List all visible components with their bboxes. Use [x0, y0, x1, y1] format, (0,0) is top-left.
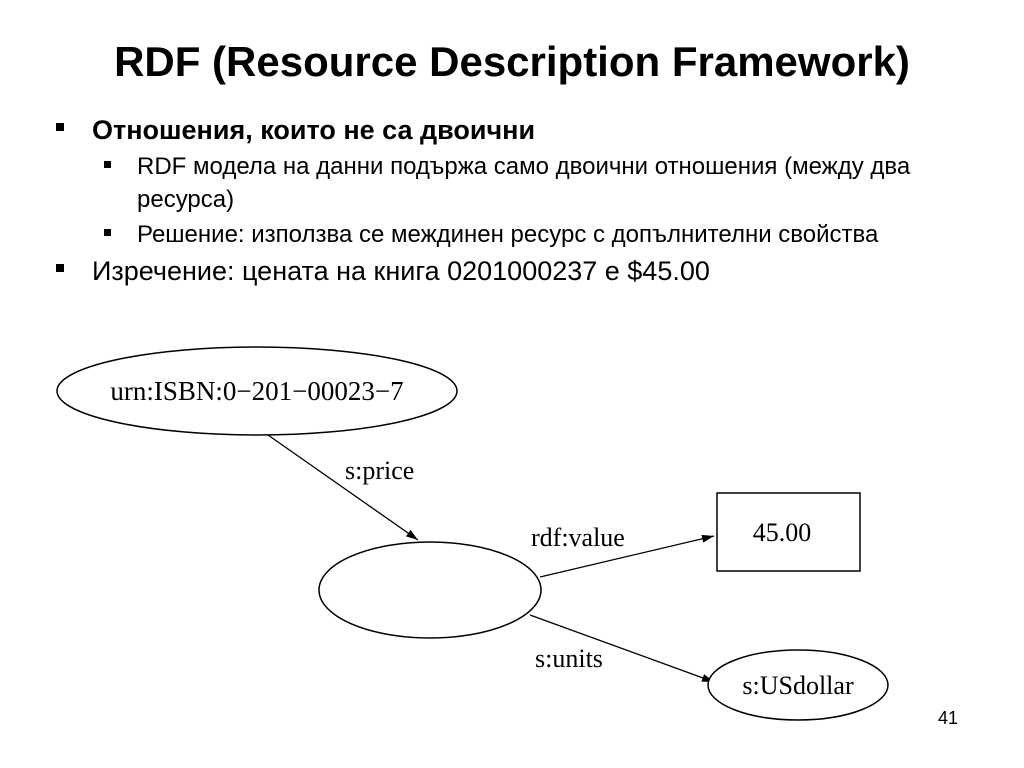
- slide-number: 41: [938, 708, 959, 728]
- node-value-box: [716, 492, 861, 572]
- square-bullet-icon: [104, 161, 111, 168]
- edge-value-arrow: [539, 534, 715, 578]
- node-book-label: urn:ISBN:0−201−00023−7: [110, 376, 403, 406]
- bullet-item: Отношения, които не са двоични: [52, 112, 952, 148]
- node-value-label: 45.00: [753, 518, 812, 547]
- square-bullet-icon: [56, 264, 64, 272]
- edge-price-arrow: [257, 427, 419, 541]
- edge-units-label: s:units: [535, 644, 603, 673]
- node-book-ellipse: [56, 346, 458, 436]
- square-bullet-icon: [56, 123, 64, 131]
- edge-price-label: s:price: [345, 456, 414, 485]
- slide-title: RDF (Resource Description Framework): [114, 38, 910, 85]
- bullet-text: Отношения, които не са двоични: [92, 115, 536, 145]
- edge-value-label: rdf:value: [531, 523, 625, 552]
- node-blank-ellipse: [318, 541, 542, 639]
- node-units-label: s:USdollar: [742, 671, 854, 700]
- square-bullet-icon: [104, 229, 111, 236]
- sub-bullet-text: RDF модела на данни подържа само двоични…: [137, 153, 911, 213]
- node-units-ellipse: [707, 649, 889, 721]
- bullet-text: Изречение: цената на книга 0201000237 е …: [92, 256, 710, 286]
- bullet-item: Изречение: цената на книга 0201000237 е …: [52, 253, 952, 289]
- edge-units-arrow: [529, 614, 715, 683]
- sub-bullet-text: Решение: използва се междинен ресурс с д…: [137, 221, 879, 248]
- sub-bullet-item: Решение: използва се междинен ресурс с д…: [99, 218, 952, 251]
- sub-bullet-item: RDF модела на данни подържа само двоични…: [99, 150, 952, 216]
- bullet-list: Отношения, които не са двоични RDF модел…: [52, 112, 952, 291]
